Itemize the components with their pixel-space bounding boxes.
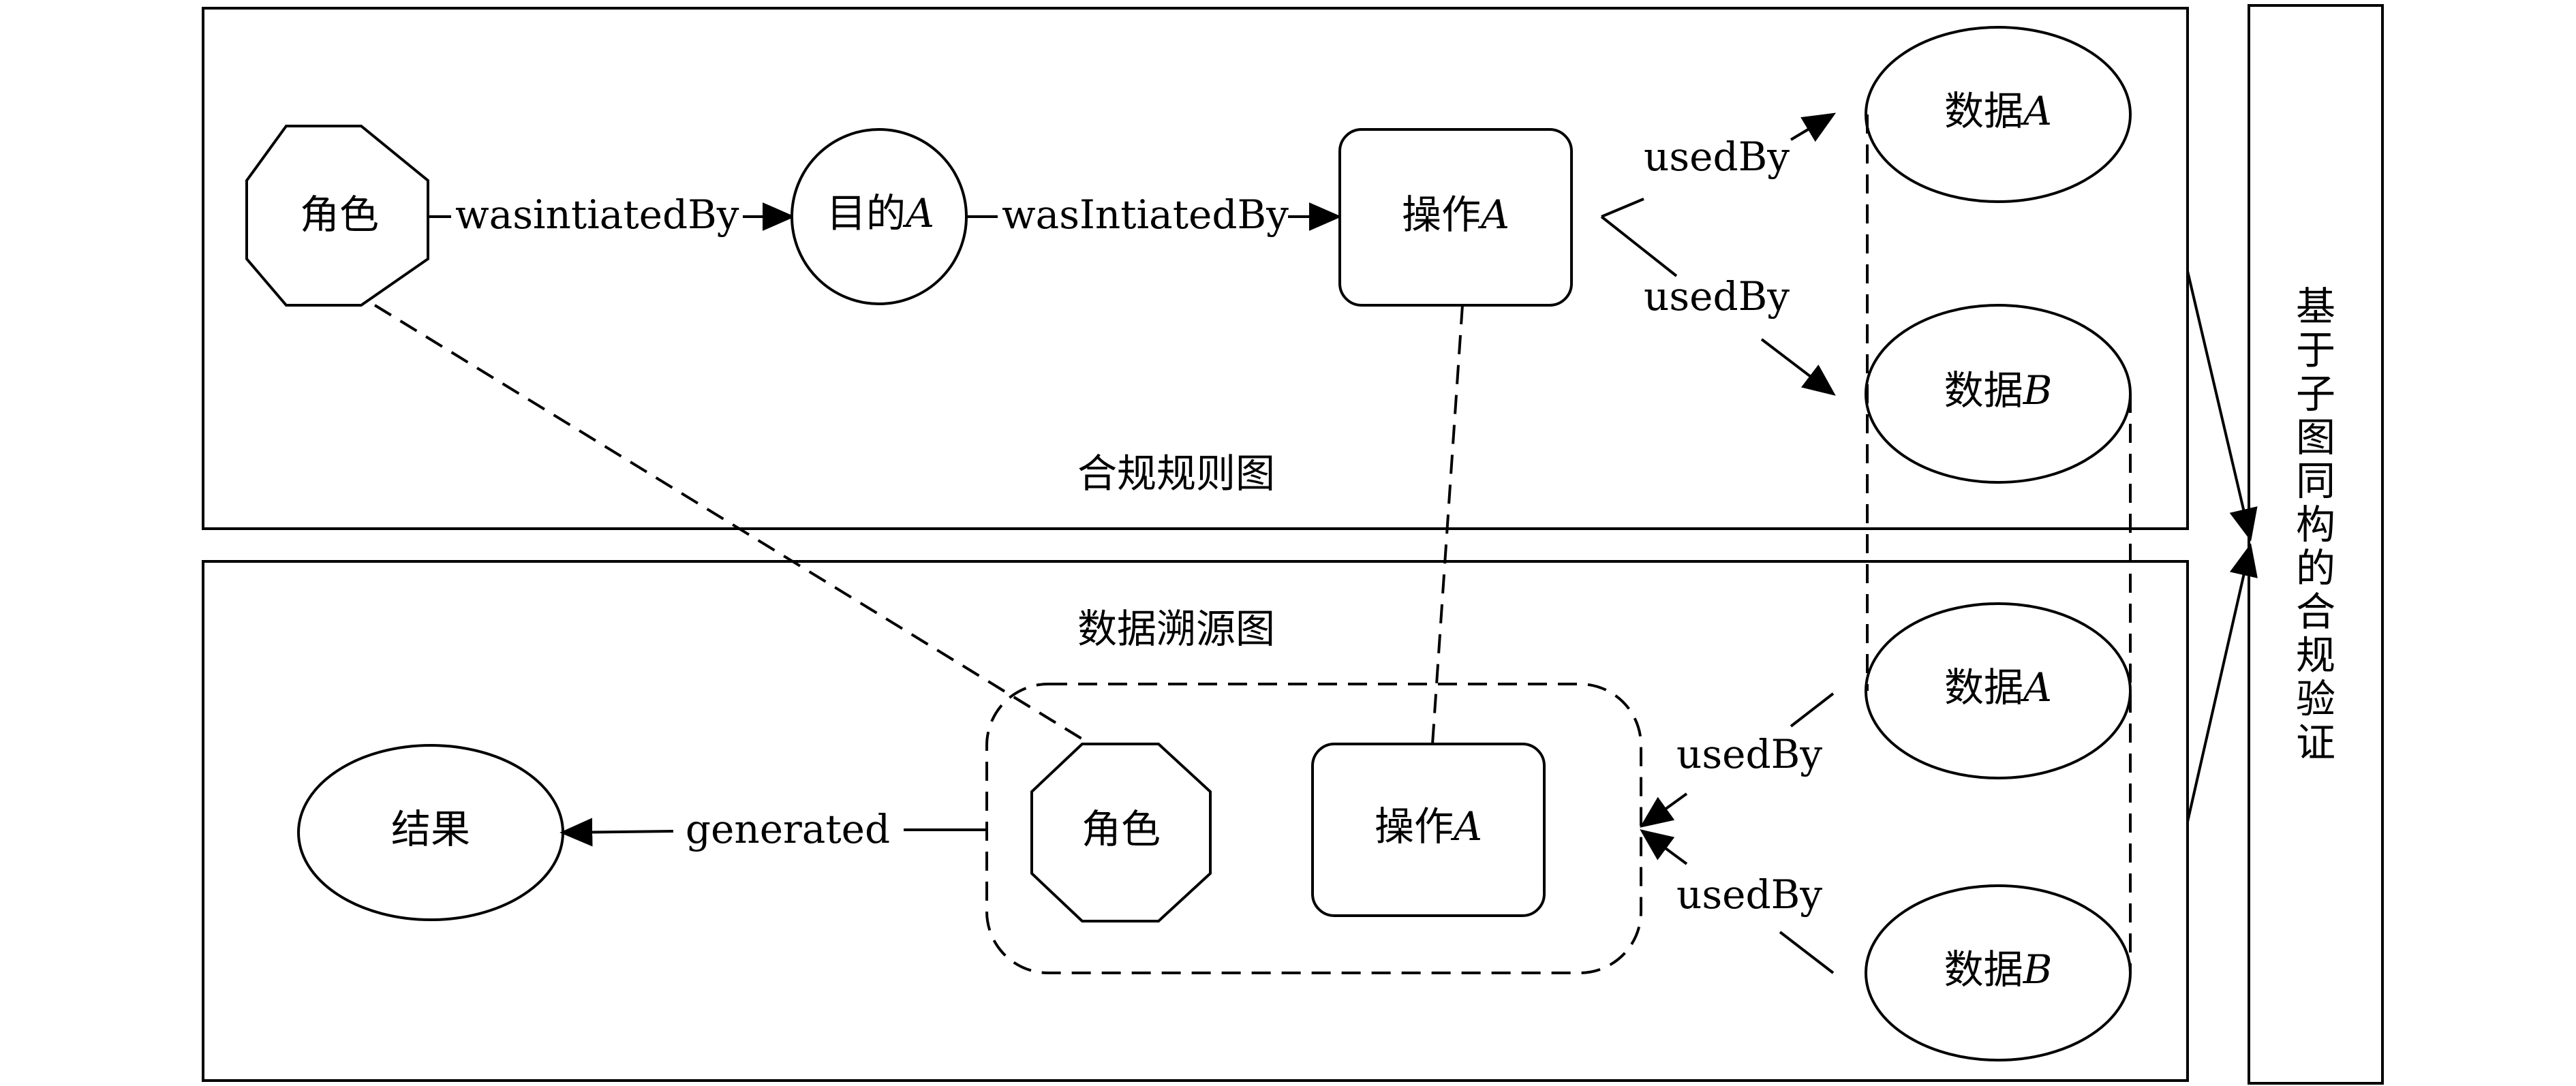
compliance-graph-frame xyxy=(202,7,2189,530)
verification-label-char: 证 xyxy=(2296,719,2335,766)
compliance-operation-a-node xyxy=(1338,128,1573,307)
verification-label-char: 合 xyxy=(2296,589,2335,635)
edge-purpose-operation-label: wasIntiatedBy xyxy=(1002,191,1289,238)
verification-label-char: 图 xyxy=(2296,414,2335,461)
edge-operation-data-a-arrow xyxy=(1790,112,1837,142)
verification-label-char: 的 xyxy=(2296,545,2335,591)
verification-label-char: 于 xyxy=(2296,327,2335,373)
verify-arrow-from-provenance xyxy=(2186,543,2258,822)
verification-label-char: 基 xyxy=(2296,283,2335,330)
mapping-role-line xyxy=(373,304,1092,745)
verification-label: 基于子图同构的合规验证 xyxy=(2296,283,2335,766)
verification-label-char: 子 xyxy=(2296,371,2335,417)
verification-label-char: 构 xyxy=(2296,501,2335,548)
provenance-role-node xyxy=(1030,743,1212,922)
edge-data-a-group-arrow xyxy=(1640,792,1688,828)
provenance-role-label: 角色 xyxy=(1082,806,1161,852)
edge-generated-label: generated xyxy=(686,806,890,852)
provenance-data-a-label: 数据A xyxy=(1944,664,2052,711)
verification-label-char: 规 xyxy=(2296,632,2335,679)
provenance-operation-a-label: 操作A xyxy=(1375,803,1482,850)
compliance-role-label: 角色 xyxy=(300,191,379,238)
edge-operation-fork-lower xyxy=(1600,215,1678,277)
verify-arrow-from-compliance xyxy=(2186,270,2258,542)
verification-label-char: 验 xyxy=(2296,676,2335,722)
edge-operation-data-b-arrow xyxy=(1760,338,1836,396)
edge-generated-arrow xyxy=(559,818,674,847)
compliance-data-a-label: 数据A xyxy=(1944,88,2052,134)
edge-role-purpose-label: wasintiatedBy xyxy=(455,191,739,238)
edge-operation-fork-upper xyxy=(1601,198,1644,218)
compliance-graph-title: 合规规则图 xyxy=(1077,450,1275,497)
edge-data-a-group-line xyxy=(1790,692,1835,728)
mapping-operation-line xyxy=(1431,305,1464,745)
compliance-operation-a-label: 操作A xyxy=(1402,191,1509,238)
provenance-group-container xyxy=(985,683,1642,974)
edge-operation-data-a-label: usedBy xyxy=(1644,134,1790,180)
edge-data-b-group-arrow xyxy=(1640,829,1688,865)
compliance-role-node xyxy=(245,125,429,307)
edge-data-a-group-label: usedBy xyxy=(1676,731,1822,777)
provenance-graph-title: 数据溯源图 xyxy=(1077,606,1275,652)
edge-data-b-group-label: usedBy xyxy=(1676,871,1822,918)
verification-label-char: 同 xyxy=(2296,458,2335,504)
edge-operation-data-b-label: usedBy xyxy=(1644,273,1790,320)
edge-data-b-group-line xyxy=(1779,931,1835,974)
compliance-data-b-label: 数据B xyxy=(1944,367,2053,414)
provenance-operation-a-node xyxy=(1311,743,1546,917)
result-label: 结果 xyxy=(391,806,470,852)
purpose-a-label: 目的A xyxy=(827,190,934,236)
provenance-data-b-label: 数据B xyxy=(1944,946,2053,993)
